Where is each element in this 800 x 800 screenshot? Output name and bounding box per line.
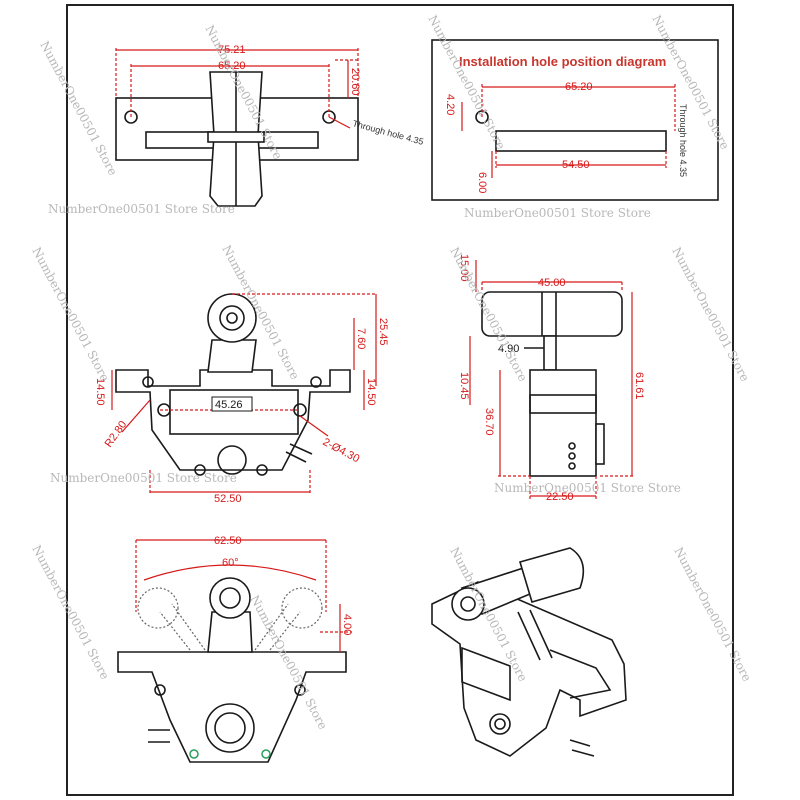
dim-front-left-height: 14.50 [94,378,106,406]
dim-install-slot-offset: 6.00 [476,172,488,193]
watermark-rotated: NumberOne00501 Store [29,543,112,682]
watermark: NumberOne00501 Store Store [48,202,235,216]
dim-side-body-height: 36.70 [483,408,495,436]
angle-view-knob [209,577,251,619]
dim-install-hole-spacing: 65.20 [565,81,593,93]
front-view-neck [207,339,257,373]
dim-side-gap: 10.45 [458,372,470,400]
install-diagram-title: Installation hole position diagram [459,54,666,69]
watermark-rotated: NumberOne00501 Store [671,545,754,684]
front-view-bore [217,445,247,475]
angle-view-bore [205,703,255,753]
isometric-view [431,547,627,757]
top-view: 75.21 65.20 20.60 Through hole 4.35 [115,44,425,207]
angle-view-body [117,651,347,763]
dim-side-total-height: 61.61 [633,372,645,400]
dim-front-knob-center: 7.60 [355,328,367,349]
angle-view: 62.50 60° 4.00 [117,535,353,763]
dim-front-right-height: 14.50 [365,378,377,406]
watermark-rotated: NumberOne00501 Store [37,39,120,178]
install-hole-note: Through hole 4.35 [678,104,688,177]
watermark-rotated: NumberOne00501 Store [669,245,752,384]
top-view-hole-note: Through hole 4.35 [351,118,424,147]
dim-front-radius: R2.80 [103,419,130,450]
dim-front-hole-diameter: 2-Ø4.30 [321,436,362,465]
dim-side-body-width: 22.50 [546,491,574,503]
dim-front-bottom-width: 52.50 [214,493,242,505]
dim-side-handle-width: 45.00 [538,277,566,289]
side-view-body [529,369,597,477]
dim-front-hole-spacing: 45.26 [215,399,243,411]
install-diagram-box [431,39,719,201]
dim-angle-offset: 4.00 [341,614,353,635]
watermark-rotated: NumberOne00501 Store [29,245,112,384]
front-view-knob-center [226,312,238,324]
front-view-knob-inner [219,305,245,331]
watermark: NumberOne00501 Store Store [494,481,681,495]
dim-front-knob-height: 25.45 [377,318,389,346]
top-view-handle-bar [207,131,265,143]
dim-angle-sweep-width: 62.50 [214,535,242,547]
dim-top-height: 20.60 [349,68,361,96]
side-view-shaft [543,335,557,371]
drawing-frame [66,4,734,796]
dim-side-shaft: 4.90 [498,343,519,355]
watermark-rotated: NumberOne00501 Store [425,13,508,152]
dim-angle-sweep: 60° [222,557,239,569]
watermark: NumberOne00501 Store Store [50,471,237,485]
dim-top-hole-spacing: 65.20 [218,60,246,72]
dim-install-slot-length: 54.50 [562,159,590,171]
dim-side-handle-thickness: 15.00 [458,254,470,282]
dim-install-hole-offset: 4.20 [444,94,456,115]
side-view: 45.00 15.00 4.90 10.45 36.70 61.61 22.50 [458,254,645,503]
install-diagram: Installation hole position diagram 65.20… [431,39,719,201]
watermark: NumberOne00501 Store Store [464,206,651,220]
install-slot [495,130,667,152]
dim-top-width: 75.21 [218,44,246,56]
